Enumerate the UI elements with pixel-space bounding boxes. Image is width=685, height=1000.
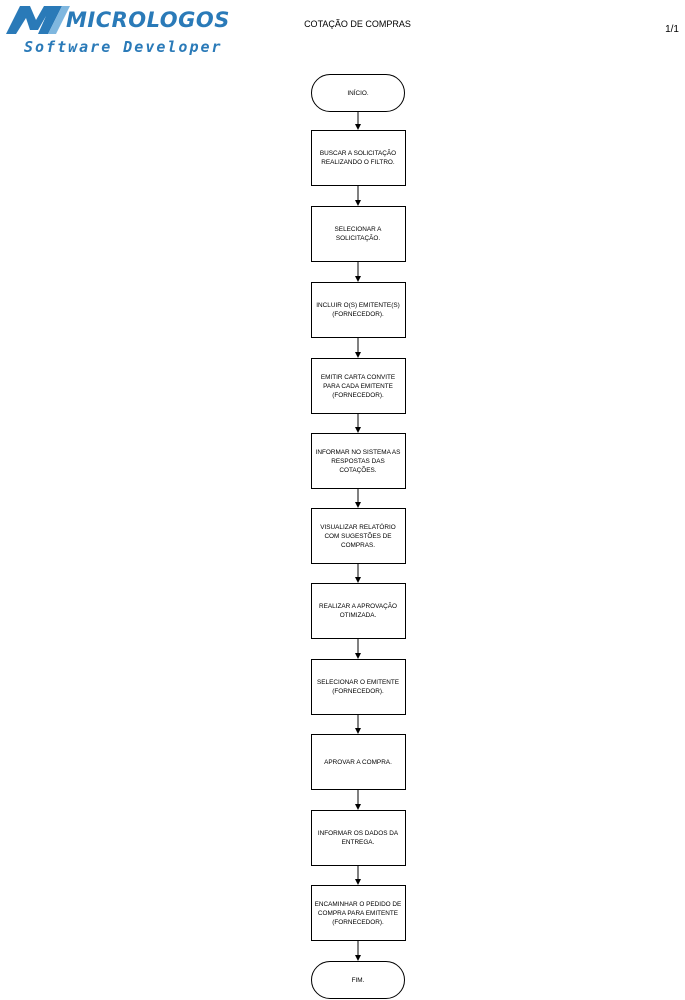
- terminal-start: INÍCIO.: [311, 74, 405, 112]
- process-informar-entrega: INFORMAR OS DADOS DA ENTREGA.: [310, 810, 406, 866]
- micrologos-logo: MICROLOGOS Software Developer: [4, 2, 234, 62]
- process-buscar: BUSCAR A SOLICITAÇÃO REALIZANDO O FILTRO…: [310, 130, 406, 186]
- process-encaminhar-pedido: ENCAMINHAR O PEDIDO DE COMPRA PARA EMITE…: [310, 885, 406, 941]
- process-visualizar-relatorio: VISUALIZAR RELATÓRIO COM SUGESTÕES DE CO…: [310, 508, 406, 564]
- logo-wordmark: MICROLOGOS: [66, 8, 230, 32]
- process-emitir-carta: EMITIR CARTA CONVITE PARA CADA EMITENTE …: [310, 358, 406, 414]
- micrologos-mark-icon: [6, 6, 70, 34]
- process-selecionar-emitente: SELECIONAR O EMITENTE (FORNECEDOR).: [310, 659, 406, 715]
- page-title: COTAÇÃO DE COMPRAS: [304, 19, 411, 29]
- process-selecionar-solicitacao: SELECIONAR A SOLICITAÇÃO.: [310, 206, 406, 262]
- logo-tagline: Software Developer: [24, 38, 223, 56]
- process-informar-respostas: INFORMAR NO SISTEMA AS RESPOSTAS DAS COT…: [310, 433, 406, 489]
- process-aprovacao-otimizada: REALIZAR A APROVAÇÃO OTIMIZADA.: [310, 583, 406, 639]
- process-incluir-emitentes: INCLUIR O(S) EMITENTE(S) (FORNECEDOR).: [310, 282, 406, 338]
- terminal-end: FIM.: [311, 961, 405, 999]
- process-aprovar-compra: APROVAR A COMPRA.: [310, 734, 406, 790]
- page-number: 1/1: [665, 24, 679, 35]
